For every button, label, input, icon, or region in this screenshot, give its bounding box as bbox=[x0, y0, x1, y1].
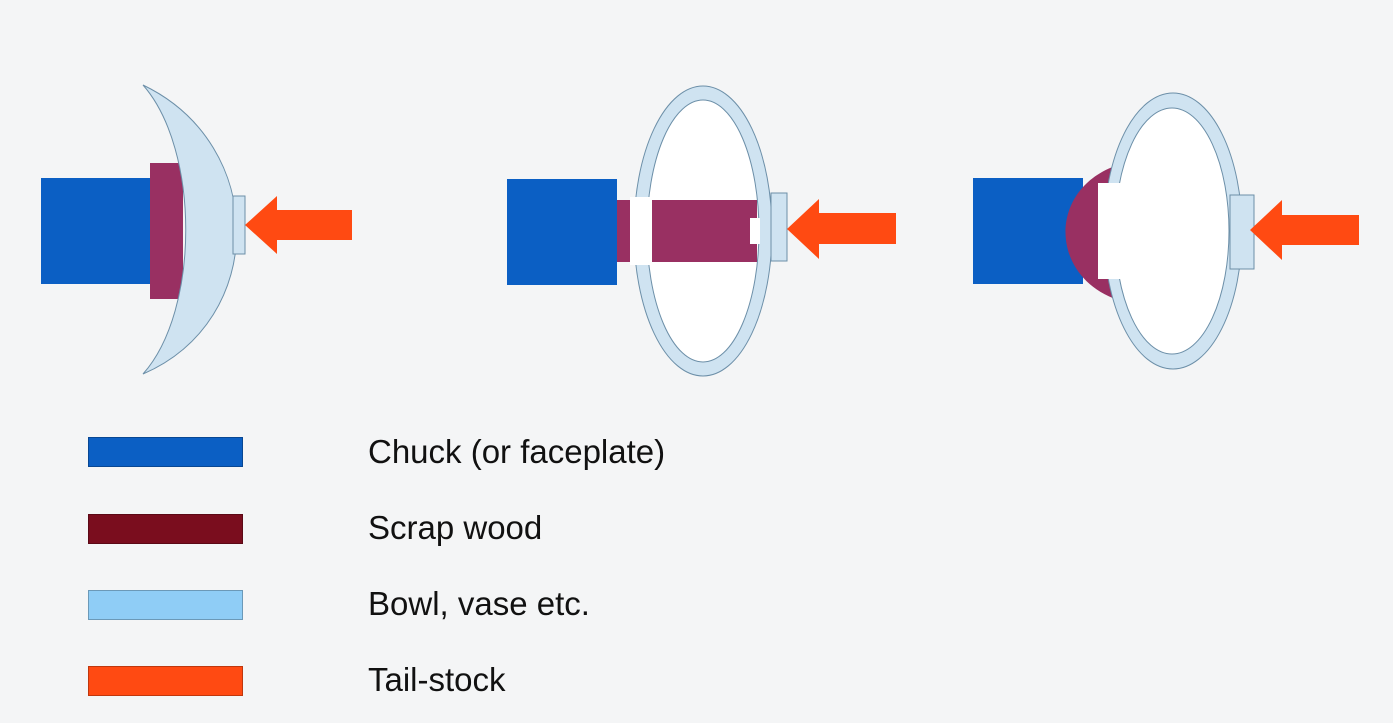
legend-swatch-bowl bbox=[88, 590, 243, 620]
vessel-opening bbox=[630, 197, 652, 265]
diagram-open-bowl bbox=[41, 84, 352, 375]
vessel-opening bbox=[1098, 183, 1134, 279]
chuck-block bbox=[507, 179, 617, 285]
legend-swatch-chuck bbox=[88, 437, 243, 467]
plug-end-notch bbox=[750, 218, 760, 244]
tailstock-pad bbox=[232, 195, 246, 255]
diagram-closed-vessel-jam-chuck bbox=[973, 92, 1359, 370]
tailstock-arrow bbox=[245, 196, 352, 254]
legend-label-chuck: Chuck (or faceplate) bbox=[368, 433, 666, 470]
legend-label-scrap-wood: Scrap wood bbox=[368, 509, 543, 546]
chuck-block bbox=[973, 178, 1083, 284]
bowl-crescent bbox=[142, 84, 238, 375]
diagram-closed-vessel-plug bbox=[507, 85, 896, 377]
legend-swatch-tail-stock bbox=[88, 666, 243, 696]
tailstock-arrow bbox=[1250, 200, 1359, 260]
legend-swatch-scrap-wood bbox=[88, 514, 243, 544]
tailstock-arrow bbox=[787, 199, 896, 259]
legend-label-tail-stock: Tail-stock bbox=[368, 661, 506, 698]
chuck-block bbox=[41, 178, 153, 284]
tailstock-pad bbox=[770, 192, 788, 262]
legend-label-bowl: Bowl, vase etc. bbox=[368, 585, 590, 622]
scrap-wood-block bbox=[150, 163, 183, 299]
tailstock-pad bbox=[1229, 194, 1255, 270]
